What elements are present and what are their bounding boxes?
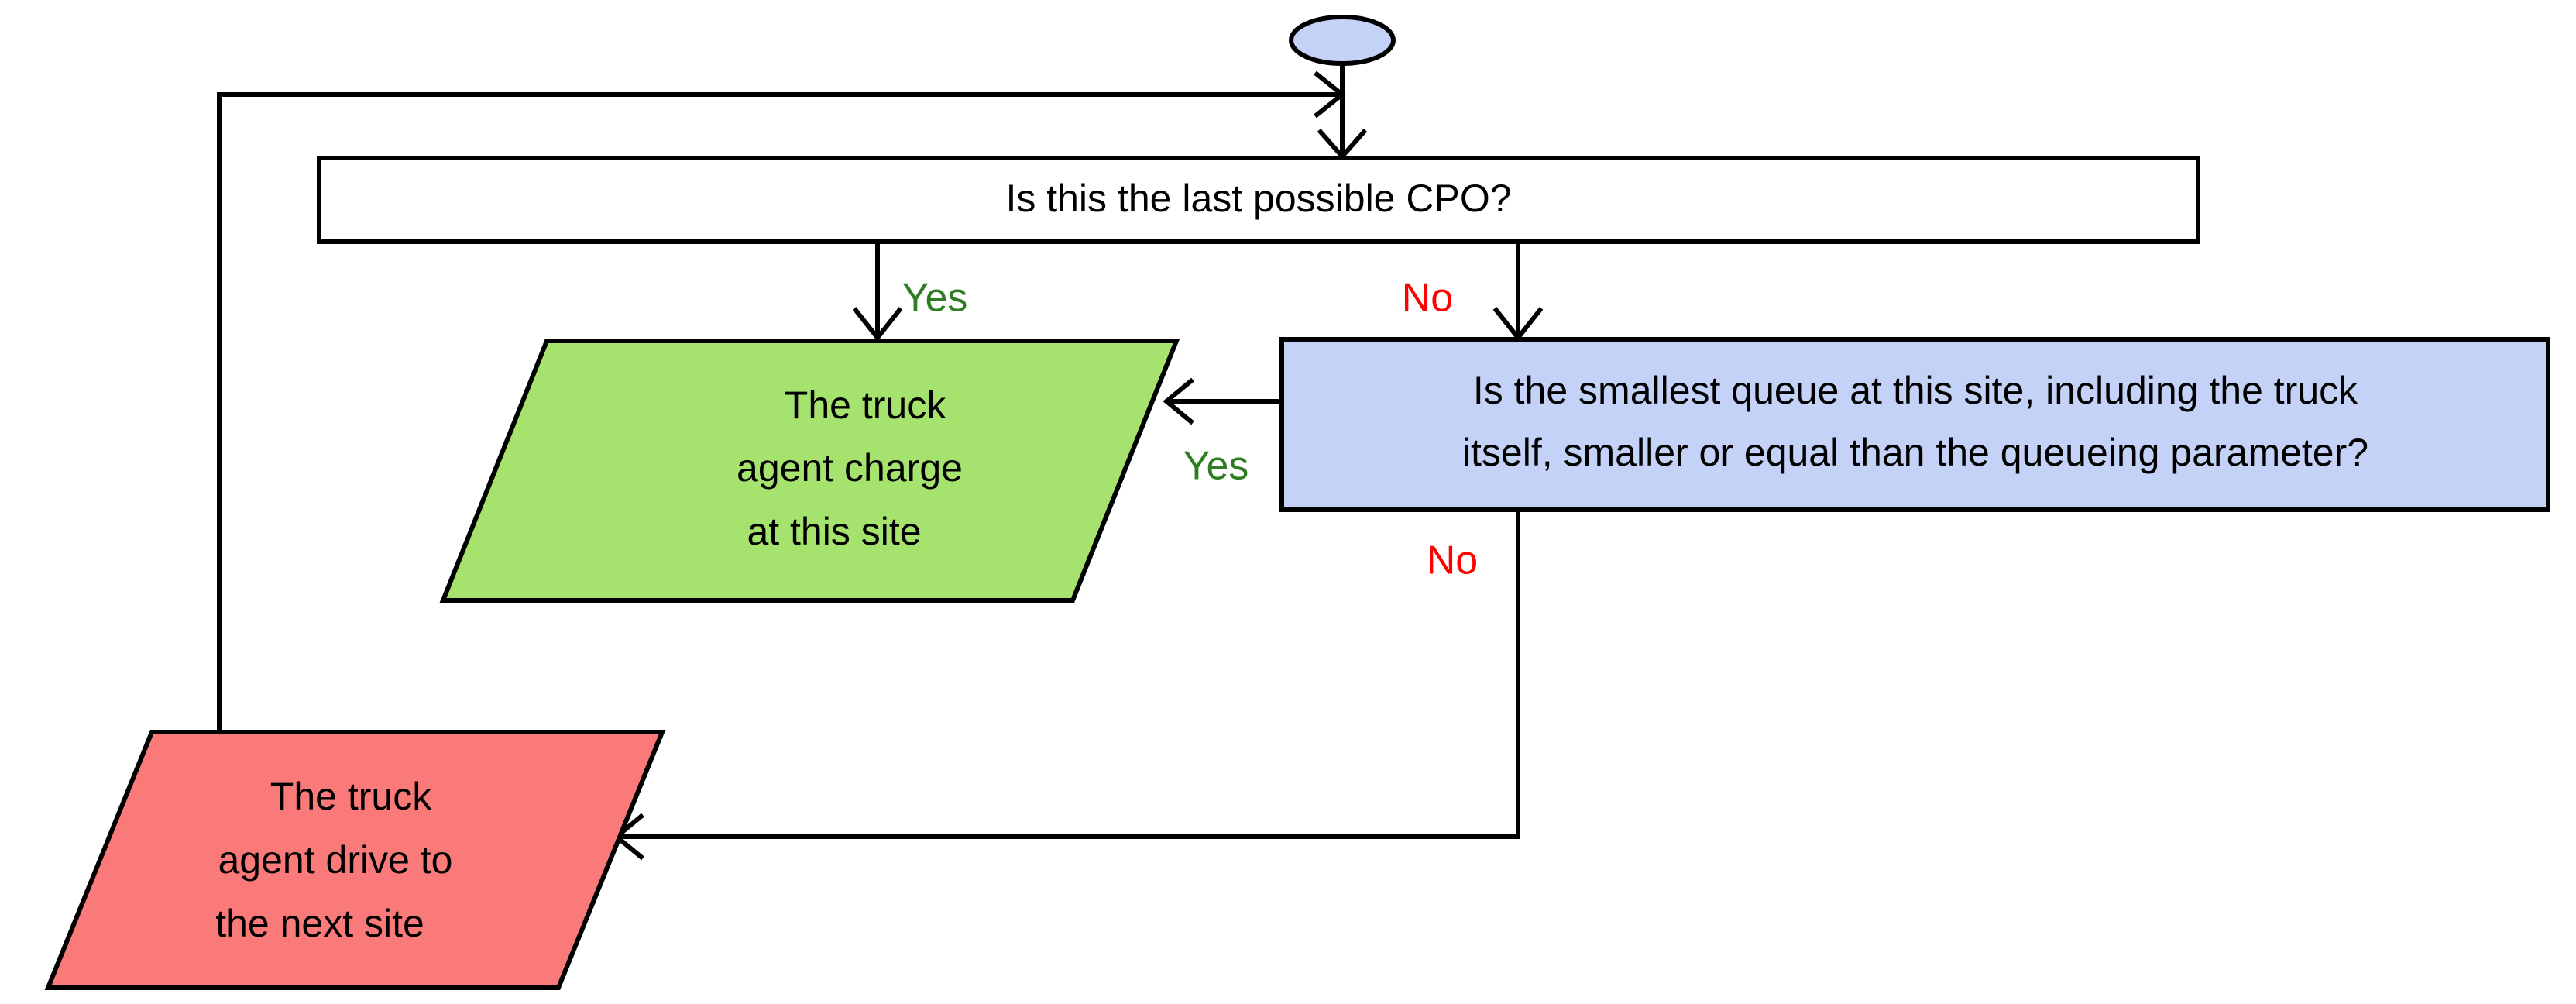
decision-smallest-queue-line1: Is the smallest queue at this site, incl… bbox=[1473, 369, 2358, 412]
action-drive-line2: agent drive to bbox=[218, 838, 453, 882]
decision-last-cpo-label: Is this the last possible CPO? bbox=[1005, 177, 1511, 220]
edge-label-cpo-yes: Yes bbox=[902, 276, 968, 321]
arrowhead-loopback bbox=[1314, 70, 1346, 119]
action-charge-line2: agent charge bbox=[737, 446, 963, 490]
decision-last-cpo-box[interactable] bbox=[317, 156, 2200, 244]
edge-label-cpo-no: No bbox=[1402, 276, 1453, 321]
action-charge-line3: at this site bbox=[747, 510, 921, 553]
edge-label-queue-yes: Yes bbox=[1183, 444, 1249, 489]
action-drive-line3: the next site bbox=[215, 902, 424, 945]
arrowhead-cpo-yes bbox=[852, 307, 903, 342]
arrowhead-queue-yes bbox=[1163, 377, 1194, 425]
action-charge-line1: The truck bbox=[785, 383, 946, 427]
action-drive-line1: The truck bbox=[270, 775, 432, 818]
start-node[interactable] bbox=[1289, 15, 1396, 66]
action-charge-shape[interactable] bbox=[439, 339, 1180, 603]
action-drive-shape[interactable] bbox=[44, 730, 666, 990]
edge-label-queue-no: No bbox=[1427, 538, 1478, 583]
edge-loopback-path bbox=[217, 92, 1339, 732]
edge-queue-no bbox=[620, 510, 1520, 839]
decision-smallest-queue-box[interactable] bbox=[1279, 337, 2550, 512]
decision-smallest-queue-line2: itself, smaller or equal than the queuei… bbox=[1462, 431, 2368, 474]
